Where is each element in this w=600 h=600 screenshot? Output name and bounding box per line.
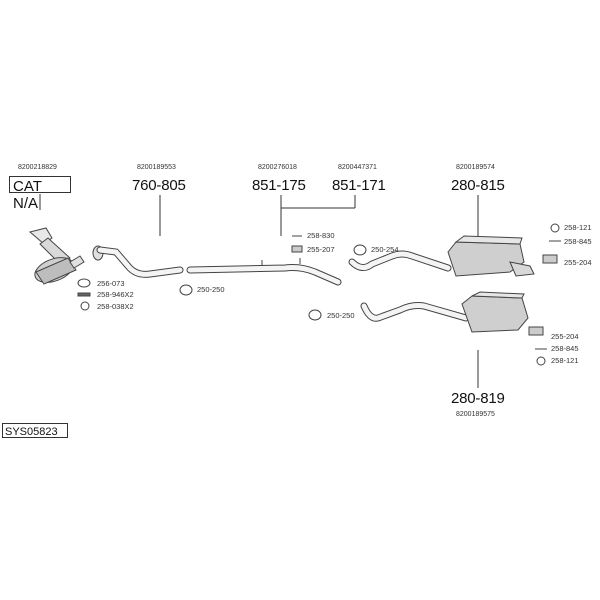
ring-icon [536, 356, 546, 366]
accessory-label: 255-204 [564, 258, 592, 267]
oe-number-rear-bottom: 8200189575 [456, 411, 495, 418]
part-code-mid1: 851-175 [252, 177, 306, 194]
oe-number-cat: 8200218829 [18, 164, 57, 171]
rubber-mount-icon [528, 326, 544, 336]
system-code-box: SYS05823 [2, 423, 68, 438]
accessory-label: 250-250 [197, 285, 225, 294]
part-code-rear-top: 280-815 [451, 177, 505, 194]
cat-code-box: CAT N/A [9, 176, 71, 212]
oe-number-rear-top: 8200189574 [456, 164, 495, 171]
rear-silencer-bottom [360, 291, 529, 333]
clamp-icon [179, 284, 193, 296]
clamp-icon [308, 309, 322, 321]
middle-pipe [186, 258, 342, 286]
catalytic-converter [28, 227, 85, 285]
downpipe [92, 245, 184, 278]
accessory-label: 258-845 [564, 237, 592, 246]
rear-silencer-top [348, 235, 535, 277]
system-code: SYS05823 [5, 426, 58, 438]
oe-number-mid1: 8200276018 [258, 164, 297, 171]
accessory-label: 255-207 [307, 245, 335, 254]
accessory-label: 258-830 [307, 231, 335, 240]
accessory-label: 250-250 [327, 311, 355, 320]
accessory-label: 255-204 [551, 332, 579, 341]
oe-number-downpipe: 8200189553 [137, 164, 176, 171]
rubber-mount-icon [291, 245, 303, 253]
ring-icon [550, 223, 560, 233]
clamp-icon [353, 244, 367, 256]
accessory-label: 258-946X2 [97, 290, 134, 299]
spring-icon [80, 301, 90, 311]
part-code-mid2: 851-171 [332, 177, 386, 194]
accessory-label: 258-845 [551, 344, 579, 353]
gasket-icon [77, 278, 91, 288]
rubber-mount-icon [542, 254, 558, 264]
accessory-label: 258-121 [564, 223, 592, 232]
accessory-label: 250-254 [371, 245, 399, 254]
oe-number-mid2: 8200447371 [338, 164, 377, 171]
cat-code: CAT N/A [13, 178, 42, 212]
accessory-label: 258-038X2 [97, 302, 134, 311]
accessory-label: 256-073 [97, 279, 125, 288]
accessory-label: 258-121 [551, 356, 579, 365]
bolt-icon [77, 292, 91, 297]
part-code-rear-bottom: 280-819 [451, 390, 505, 407]
part-code-downpipe: 760-805 [132, 177, 186, 194]
